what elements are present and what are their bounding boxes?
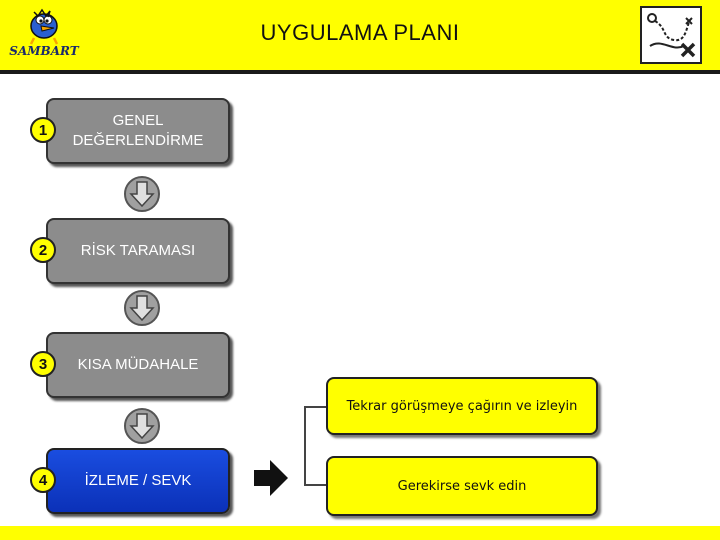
strategy-icon (640, 6, 702, 64)
step-number-badge: 4 (30, 467, 56, 493)
down-arrow-icon (124, 408, 160, 444)
step-number-badge: 3 (30, 351, 56, 377)
branch-bracket (304, 406, 326, 486)
header-bar: SAMBART UYGULAMA PLANI (0, 0, 720, 74)
outcome-box-referral: Gerekirse sevk edin (326, 456, 598, 516)
outcome-label: Gerekirse sevk edin (397, 478, 527, 494)
step-number-badge: 1 (30, 117, 56, 143)
step-box-kisa-mudahale: KISA MÜDAHALE (46, 332, 230, 398)
down-arrow-icon (124, 176, 160, 212)
step-box-genel-degerlendirme: GENEL DEĞERLENDİRME (46, 98, 230, 164)
step-label: İZLEME / SEVK (84, 472, 192, 489)
outcome-box-follow-up: Tekrar görüşmeye çağırın ve izleyin (326, 377, 598, 435)
right-arrow-icon (254, 460, 288, 496)
outcome-label: Tekrar görüşmeye çağırın ve izleyin (346, 398, 578, 414)
page-title: UYGULAMA PLANI (260, 20, 460, 45)
step-label: RİSK TARAMASI (80, 242, 196, 259)
footer-bar (0, 526, 720, 540)
down-arrow-icon (124, 290, 160, 326)
step-box-risk-taramasi: RİSK TARAMASI (46, 218, 230, 284)
step-label: GENEL DEĞERLENDİRME (72, 112, 204, 149)
step-label: KISA MÜDAHALE (77, 356, 199, 373)
logo-text: SAMBART (9, 44, 79, 58)
step-box-izleme-sevk: İZLEME / SEVK (46, 448, 230, 514)
step-number-badge: 2 (30, 237, 56, 263)
sambart-logo: SAMBART (4, 4, 84, 64)
bird-mascot-icon (29, 8, 59, 45)
